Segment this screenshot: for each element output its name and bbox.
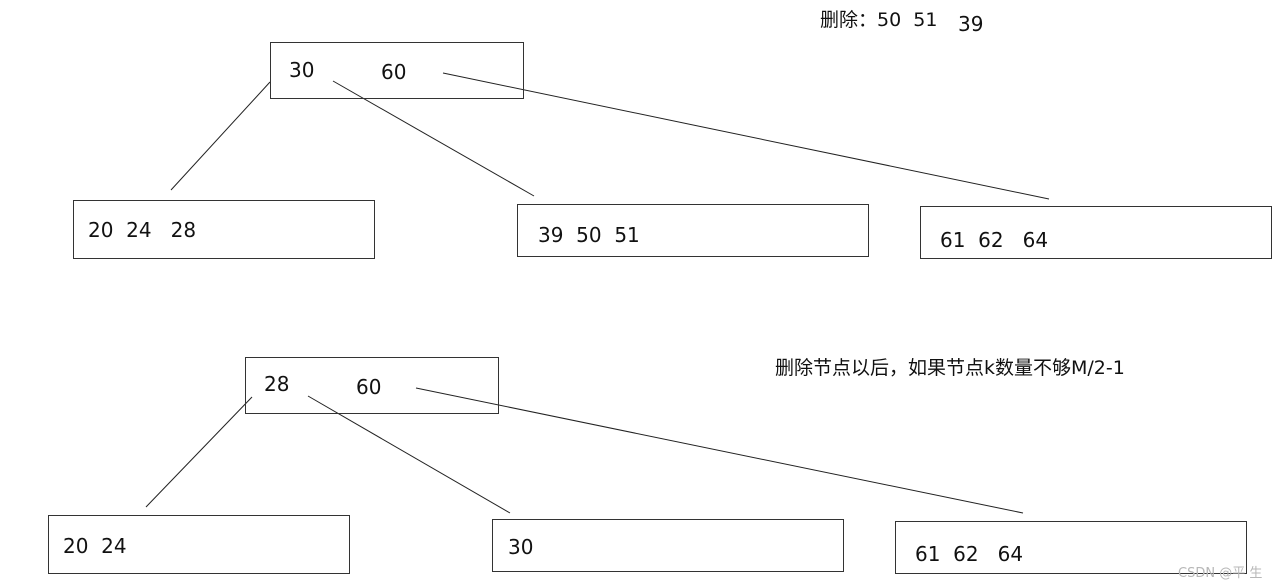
edge-top-root-mid <box>332 80 535 197</box>
top-leaf-mid: 39 50 51 <box>517 204 869 257</box>
edge-top-root-right <box>442 72 1050 200</box>
top-leaf-left-keys: 20 24 28 <box>88 218 197 242</box>
merge-rule-note: 删除节点以后，如果节点k数量不够M/2-1 <box>775 357 1125 379</box>
bottom-leaf-left-keys: 20 24 <box>63 534 127 558</box>
top-leaf-left: 20 24 28 <box>73 200 375 259</box>
bottom-root-key-1: 28 <box>264 372 290 396</box>
top-root-node: 30 60 <box>270 42 524 99</box>
top-leaf-mid-keys: 39 50 51 <box>538 223 640 247</box>
bottom-leaf-mid-keys: 30 <box>508 535 534 559</box>
top-root-key-2: 60 <box>381 60 407 84</box>
bottom-root-node: 28 60 <box>245 357 499 414</box>
edge-bottom-root-left <box>145 396 253 508</box>
delete-keys-label: 删除：50 51 <box>820 9 938 31</box>
top-root-key-1: 30 <box>289 58 315 82</box>
top-leaf-right-keys: 61 62 64 <box>940 228 1049 252</box>
top-leaf-right: 61 62 64 <box>920 206 1272 259</box>
edge-bottom-root-mid <box>307 395 511 514</box>
bottom-leaf-left: 20 24 <box>48 515 350 574</box>
bottom-root-key-2: 60 <box>356 375 382 399</box>
bottom-leaf-right: 61 62 64 <box>895 521 1247 574</box>
bottom-leaf-mid: 30 <box>492 519 844 572</box>
delete-extra-key: 39 <box>958 12 984 36</box>
bottom-leaf-right-keys: 61 62 64 <box>915 542 1024 566</box>
watermark: CSDN @平 生 <box>1178 566 1263 581</box>
edge-top-root-left <box>170 81 271 191</box>
edge-bottom-root-right <box>415 387 1024 514</box>
